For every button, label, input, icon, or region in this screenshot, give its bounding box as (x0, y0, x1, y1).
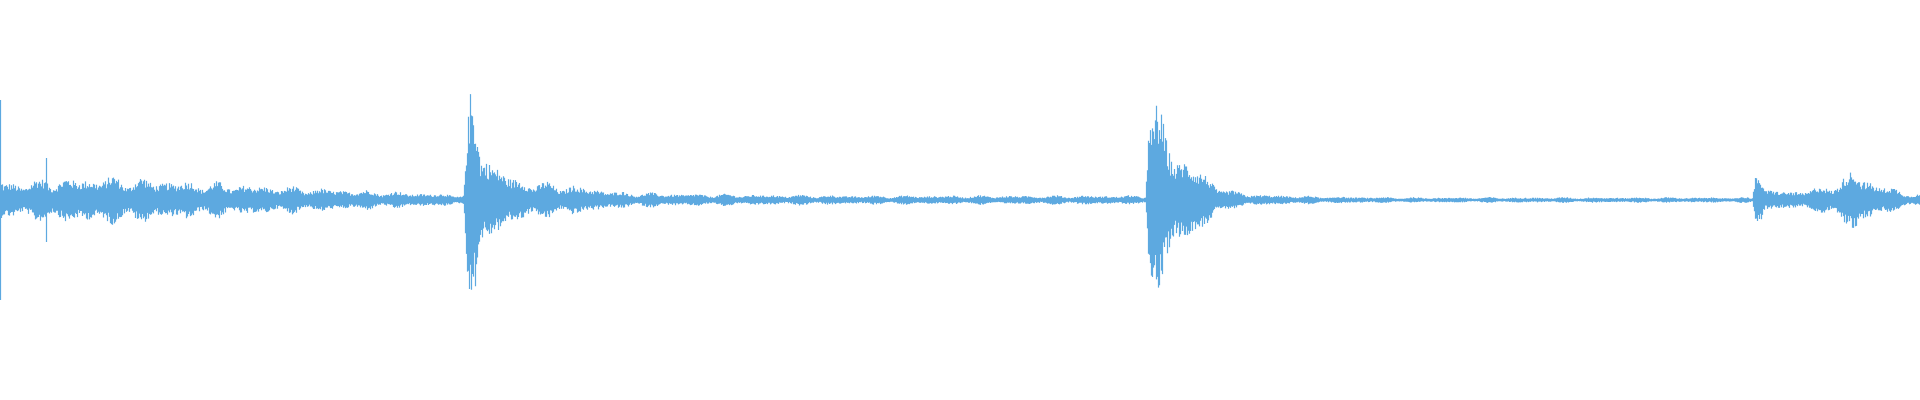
waveform-path (0, 94, 1920, 300)
